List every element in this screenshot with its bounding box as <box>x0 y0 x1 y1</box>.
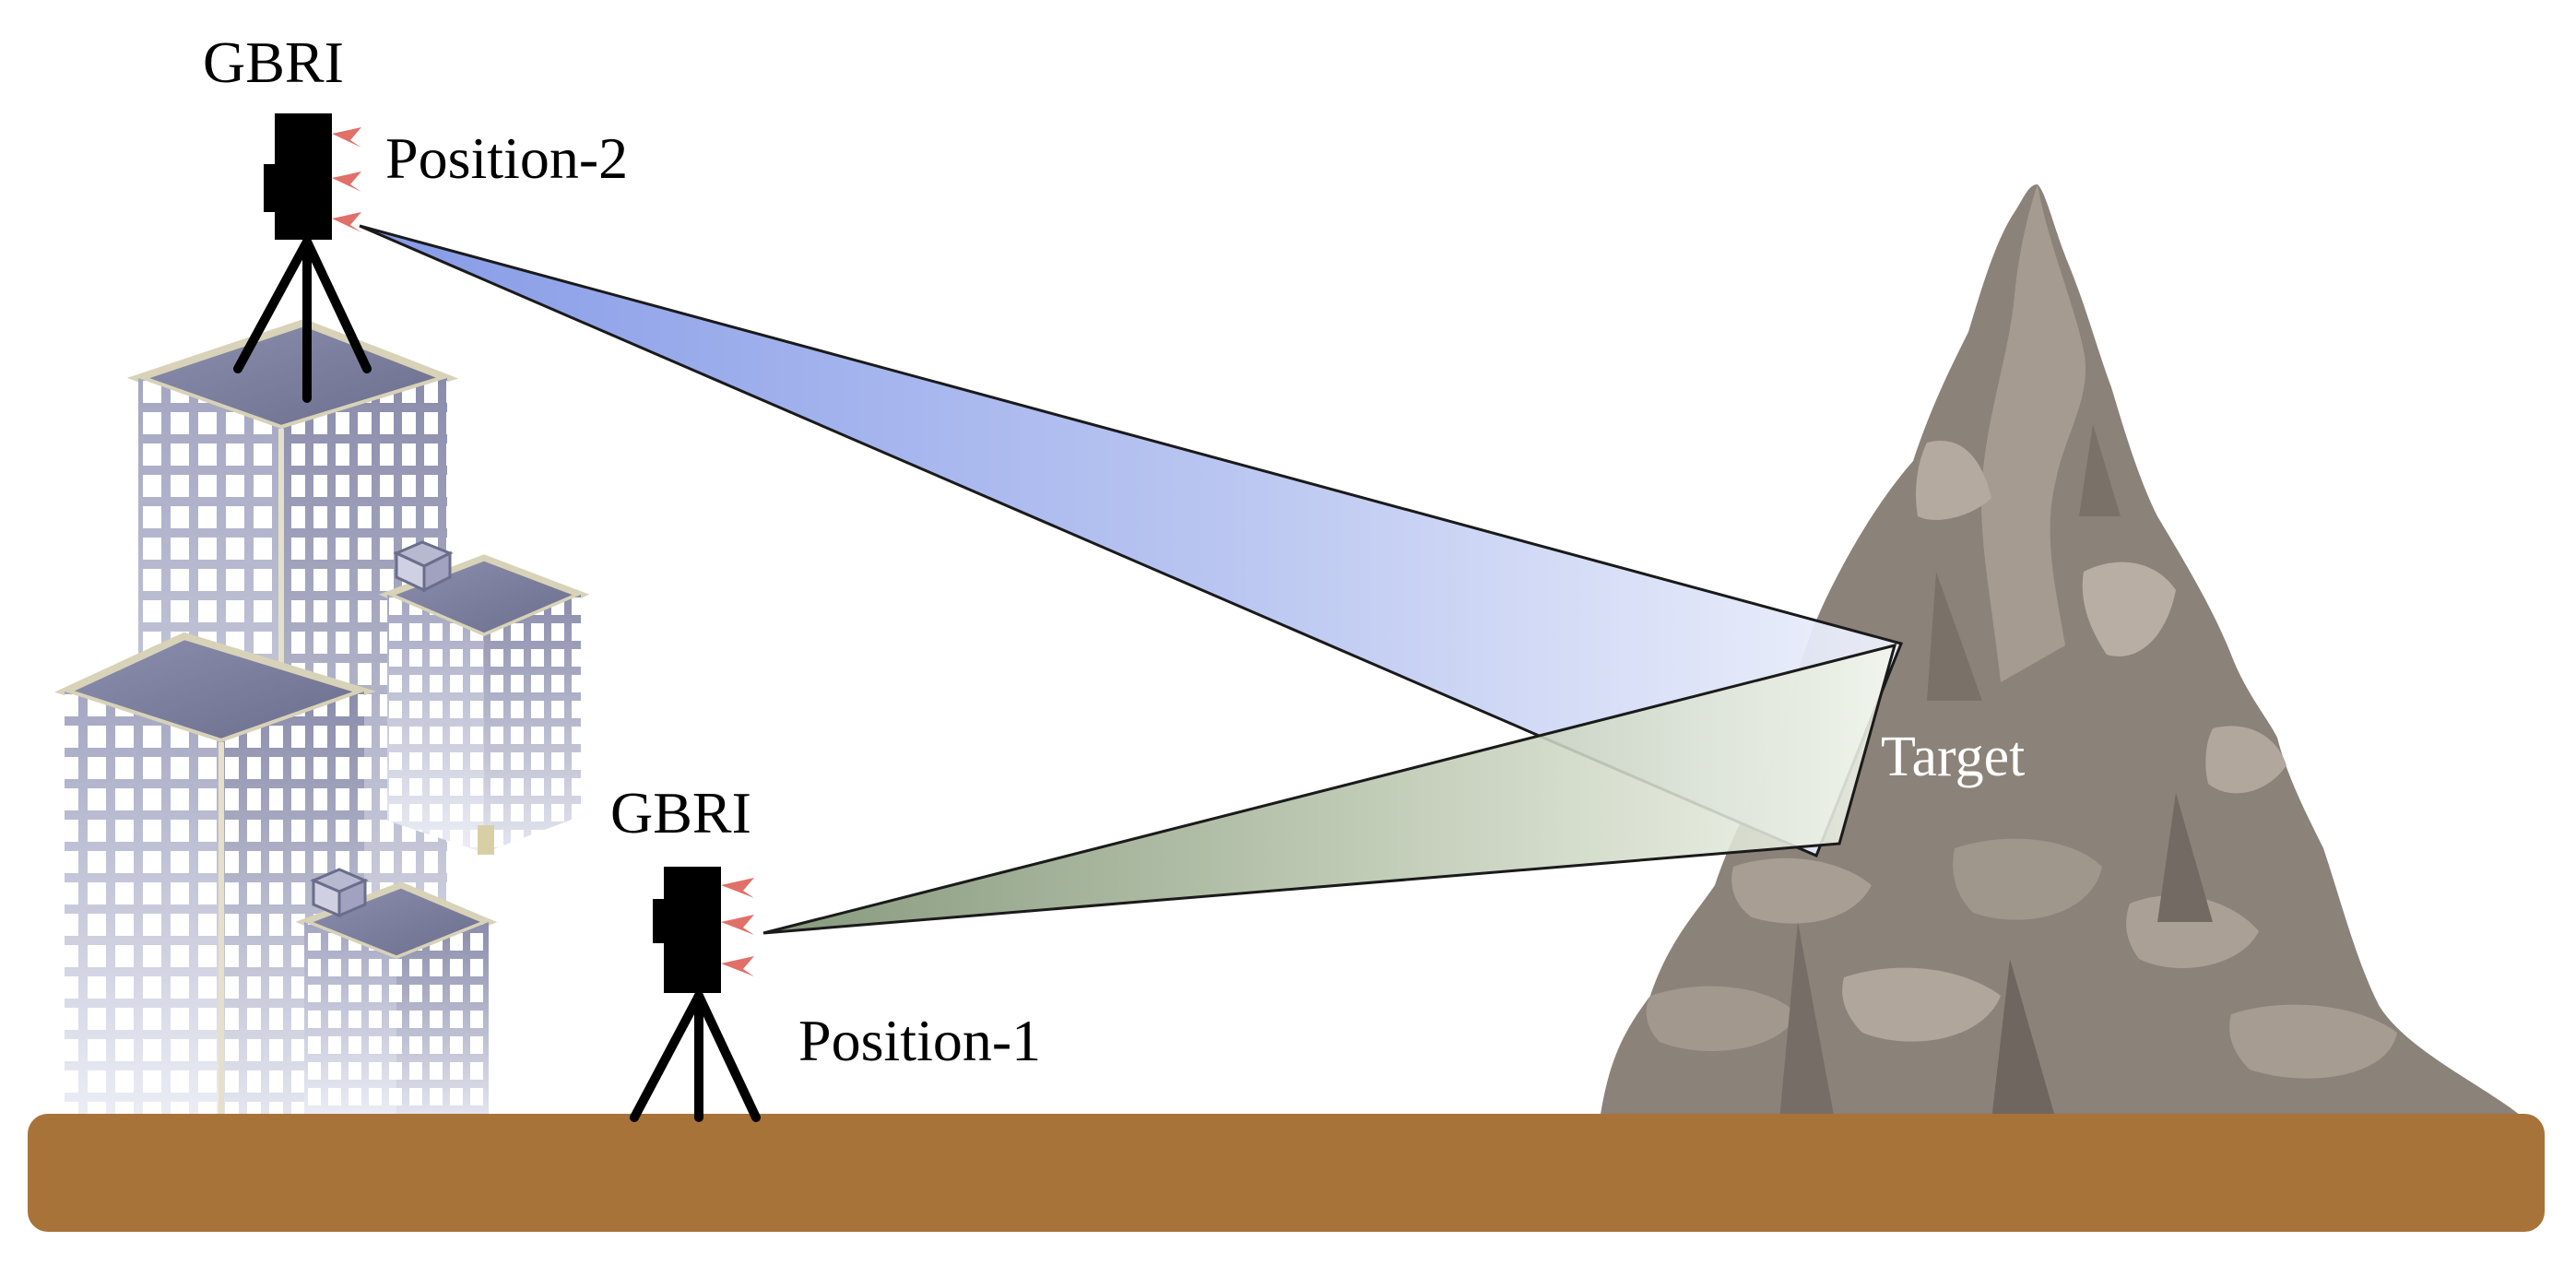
target-label: Target <box>1881 728 2025 786</box>
right-building <box>387 542 581 855</box>
radar-instrument-icon <box>634 867 756 1117</box>
city-buildings-icon <box>65 323 581 1120</box>
position-1-label: Position-1 <box>798 1011 1041 1070</box>
ground <box>28 1114 2545 1232</box>
radar-beams <box>360 226 1901 933</box>
tripod-icon <box>634 996 756 1117</box>
antenna-icon <box>332 127 361 232</box>
gbri-label-bottom: GBRI <box>610 784 751 843</box>
gbri-label-top: GBRI <box>203 33 344 92</box>
position-2-label: Position-2 <box>385 129 628 188</box>
small-front-building <box>304 869 489 1120</box>
antenna-icon <box>721 878 754 976</box>
